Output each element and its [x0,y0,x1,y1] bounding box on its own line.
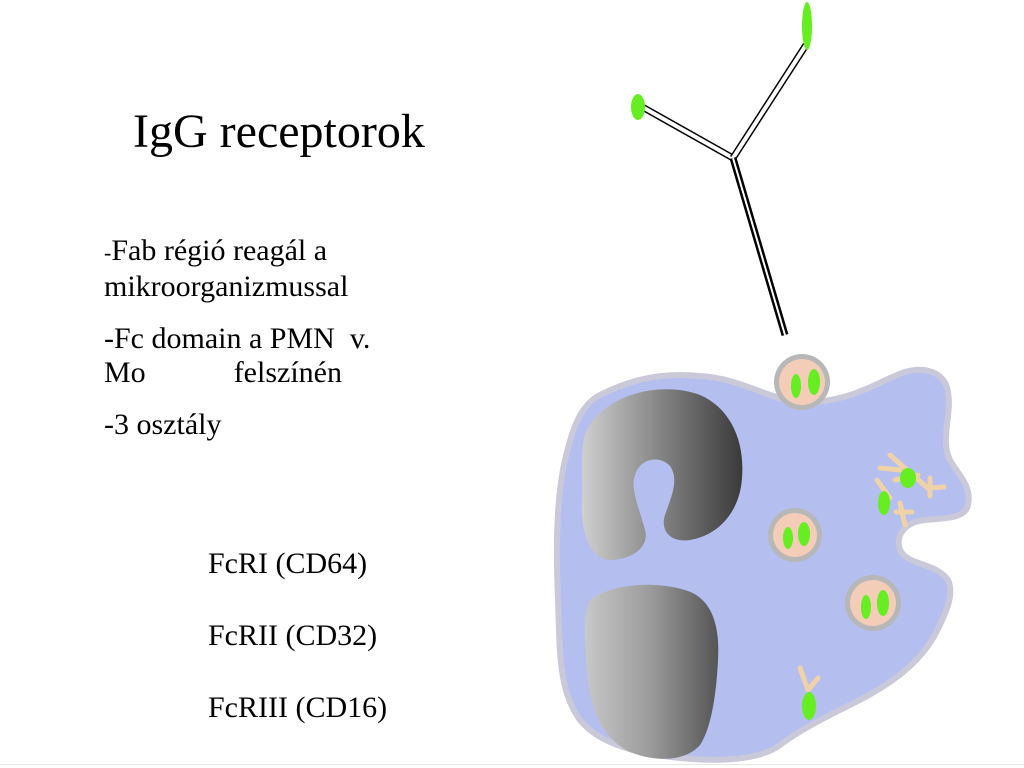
subitem-fcriii: FcRIII (CD16) [208,691,388,724]
phagosome [845,575,901,631]
bullet-fc-line1: -Fc domain a PMN v. [104,322,371,355]
antigen-icon [878,491,890,515]
bullet-fc: -Fc domain a PMN v.Mo felszínén [104,322,504,390]
slide-title: IgG receptorok [133,105,425,158]
antigen-icon [802,2,812,50]
antigen-icon [631,94,645,120]
antigen-icon [900,468,916,488]
subitem-fcri: FcRI (CD64) [208,547,368,580]
bullet-fab-text: Fab régió reagál a mikroorganizmussal [104,234,349,303]
bullet-list: -Fab régió reagál a mikroorganizmussal -… [104,234,504,460]
phagosome [768,508,822,562]
bound-particle [774,354,830,410]
bullet-dash: - [104,240,112,265]
subitem-fcrii: FcRII (CD32) [208,619,378,652]
nucleus-lower-lobe [584,584,719,759]
nucleus-upper-lobe [581,389,743,560]
bullet-fab: -Fab régió reagál a mikroorganizmussal [104,234,504,304]
igg-antibody-icon [631,2,812,336]
fc-receptor-icon [797,665,821,693]
bullet-fc-line2a: Mo [104,356,146,389]
antigen-icon [802,692,816,720]
slide-divider [0,764,1024,765]
bullet-classes: -3 osztály [104,408,222,441]
bullet-fc-line2b: felszínén [233,356,342,389]
